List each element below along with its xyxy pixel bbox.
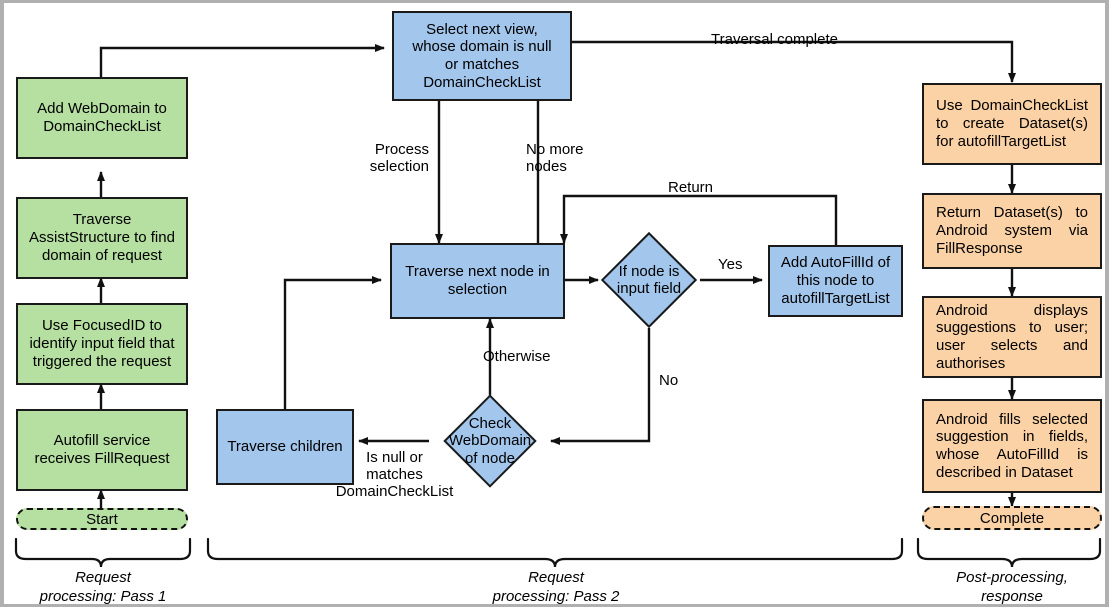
start-label: Start — [86, 510, 118, 528]
node-label: Autofill service receives FillRequest — [34, 432, 170, 467]
start-terminal: Start — [16, 508, 188, 530]
complete-terminal: Complete — [922, 506, 1102, 530]
complete-label: Complete — [979, 509, 1045, 527]
node-android-fills-selected: Android fills selected suggestion in fie… — [922, 399, 1102, 493]
edge-label-yes: Yes — [718, 256, 743, 273]
edge-label-is-null-or-matches: Is null or matches DomainCheckList — [335, 449, 454, 500]
caption-pass-2: Request processing: Pass 2 — [492, 569, 620, 605]
node-label: Android fills selected suggestion in fie… — [936, 410, 1088, 481]
edge-label-return: Return — [668, 179, 714, 196]
node-label: Traverse AssistStructure to find domain … — [29, 211, 175, 264]
edge-label-otherwise: Otherwise — [483, 348, 551, 365]
edge-label-no: No — [659, 372, 679, 389]
node-select-next-view: Select next view, whose domain is null o… — [392, 11, 572, 101]
node-traverse-assiststructure: Traverse AssistStructure to find domain … — [16, 197, 188, 279]
node-label: Select next view, whose domain is null o… — [412, 20, 552, 91]
node-autofill-service-receives-fillrequest: Autofill service receives FillRequest — [16, 409, 188, 491]
decision-if-node-is-input-field: If node is input field — [600, 231, 698, 329]
edge-label-no-more-nodes: No more nodes — [526, 141, 584, 176]
node-label: Add AutoFillId of this node to autofillT… — [780, 254, 891, 307]
node-use-domainchecklist-create-dataset: Use DomainCheckList to create Dataset(s)… — [922, 83, 1102, 165]
node-add-autofillid: Add AutoFillId of this node to autofillT… — [768, 245, 903, 317]
node-label: Return Dataset(s) to Android system via … — [936, 204, 1088, 257]
node-label: Add WebDomain to DomainCheckList — [37, 100, 167, 135]
node-label: Use DomainCheckList to create Dataset(s)… — [936, 97, 1088, 150]
decision-label: If node is input field — [616, 262, 682, 297]
node-traverse-next-node: Traverse next node in selection — [390, 243, 565, 319]
caption-post-processing: Post-processing, response — [956, 569, 1068, 605]
node-label: Use FocusedID to identify input field th… — [29, 317, 175, 370]
node-android-displays-suggestions: Android displays suggestions to user; us… — [922, 296, 1102, 378]
node-label: Android displays suggestions to user; us… — [936, 301, 1088, 372]
node-use-focusedid: Use FocusedID to identify input field th… — [16, 303, 188, 385]
node-label: Traverse children — [227, 438, 343, 456]
edge-label-traversal-complete: Traversal complete — [711, 31, 838, 48]
caption-pass-1: Request processing: Pass 1 — [39, 569, 167, 605]
node-label: Traverse next node in selection — [405, 263, 550, 298]
node-traverse-children: Traverse children — [216, 409, 354, 485]
edge-label-process-selection: Process selection — [369, 141, 429, 176]
decision-label: Check WebDomain of node — [448, 415, 532, 467]
decision-check-webdomain-of-node: Check WebDomain of node — [443, 394, 537, 488]
node-return-datasets: Return Dataset(s) to Android system via … — [922, 193, 1102, 269]
node-add-webdomain: Add WebDomain to DomainCheckList — [16, 77, 188, 159]
